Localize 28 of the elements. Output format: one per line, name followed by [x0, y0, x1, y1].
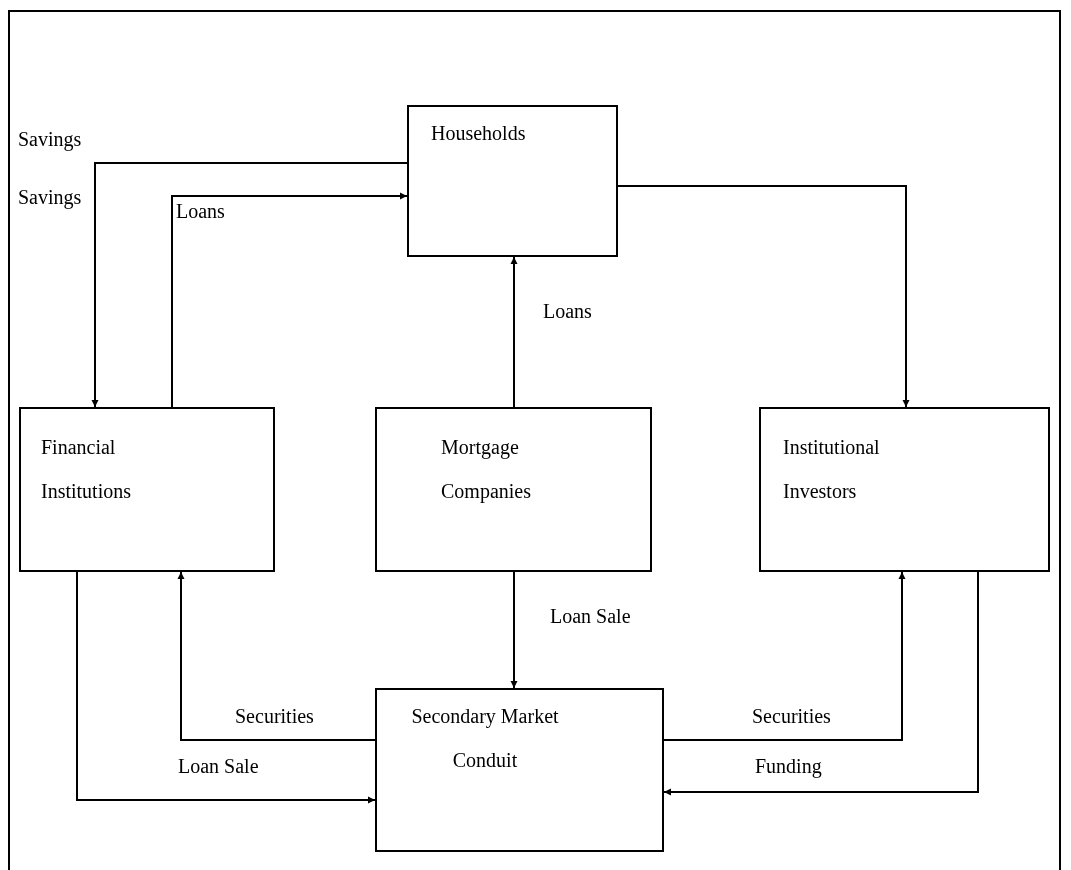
- edge-label: Loans: [543, 300, 592, 323]
- box-title: Secondary Market Conduit: [410, 704, 560, 773]
- arrow: [663, 571, 979, 796]
- arrow: [510, 256, 518, 408]
- edge-label: Securities: [235, 705, 314, 728]
- box-title: Households: [431, 121, 527, 146]
- arrow: [663, 571, 906, 741]
- arrow: [617, 185, 910, 408]
- entity-box: [19, 407, 275, 572]
- box-title: Institutional Investors: [783, 435, 881, 504]
- entity-box: [759, 407, 1050, 572]
- entity-box: [375, 688, 664, 852]
- edge-label: Loan Sale: [178, 755, 259, 778]
- arrow: [171, 192, 408, 408]
- edge-label: Funding: [755, 755, 822, 778]
- edge-label: Loan Sale: [550, 605, 631, 628]
- box-title: Mortgage Companies: [441, 435, 532, 505]
- edge-label: Loans: [176, 200, 225, 223]
- flow-label: Savings: [18, 186, 82, 209]
- arrow: [177, 571, 376, 741]
- entity-box: [407, 105, 618, 257]
- edge-label: Savings: [18, 128, 82, 151]
- edge-label: Securities: [752, 705, 831, 728]
- arrow: [510, 571, 518, 689]
- arrow: [76, 571, 376, 804]
- arrow: [91, 162, 408, 408]
- box-title: Financial Institutions: [41, 435, 132, 504]
- entity-box: [375, 407, 652, 572]
